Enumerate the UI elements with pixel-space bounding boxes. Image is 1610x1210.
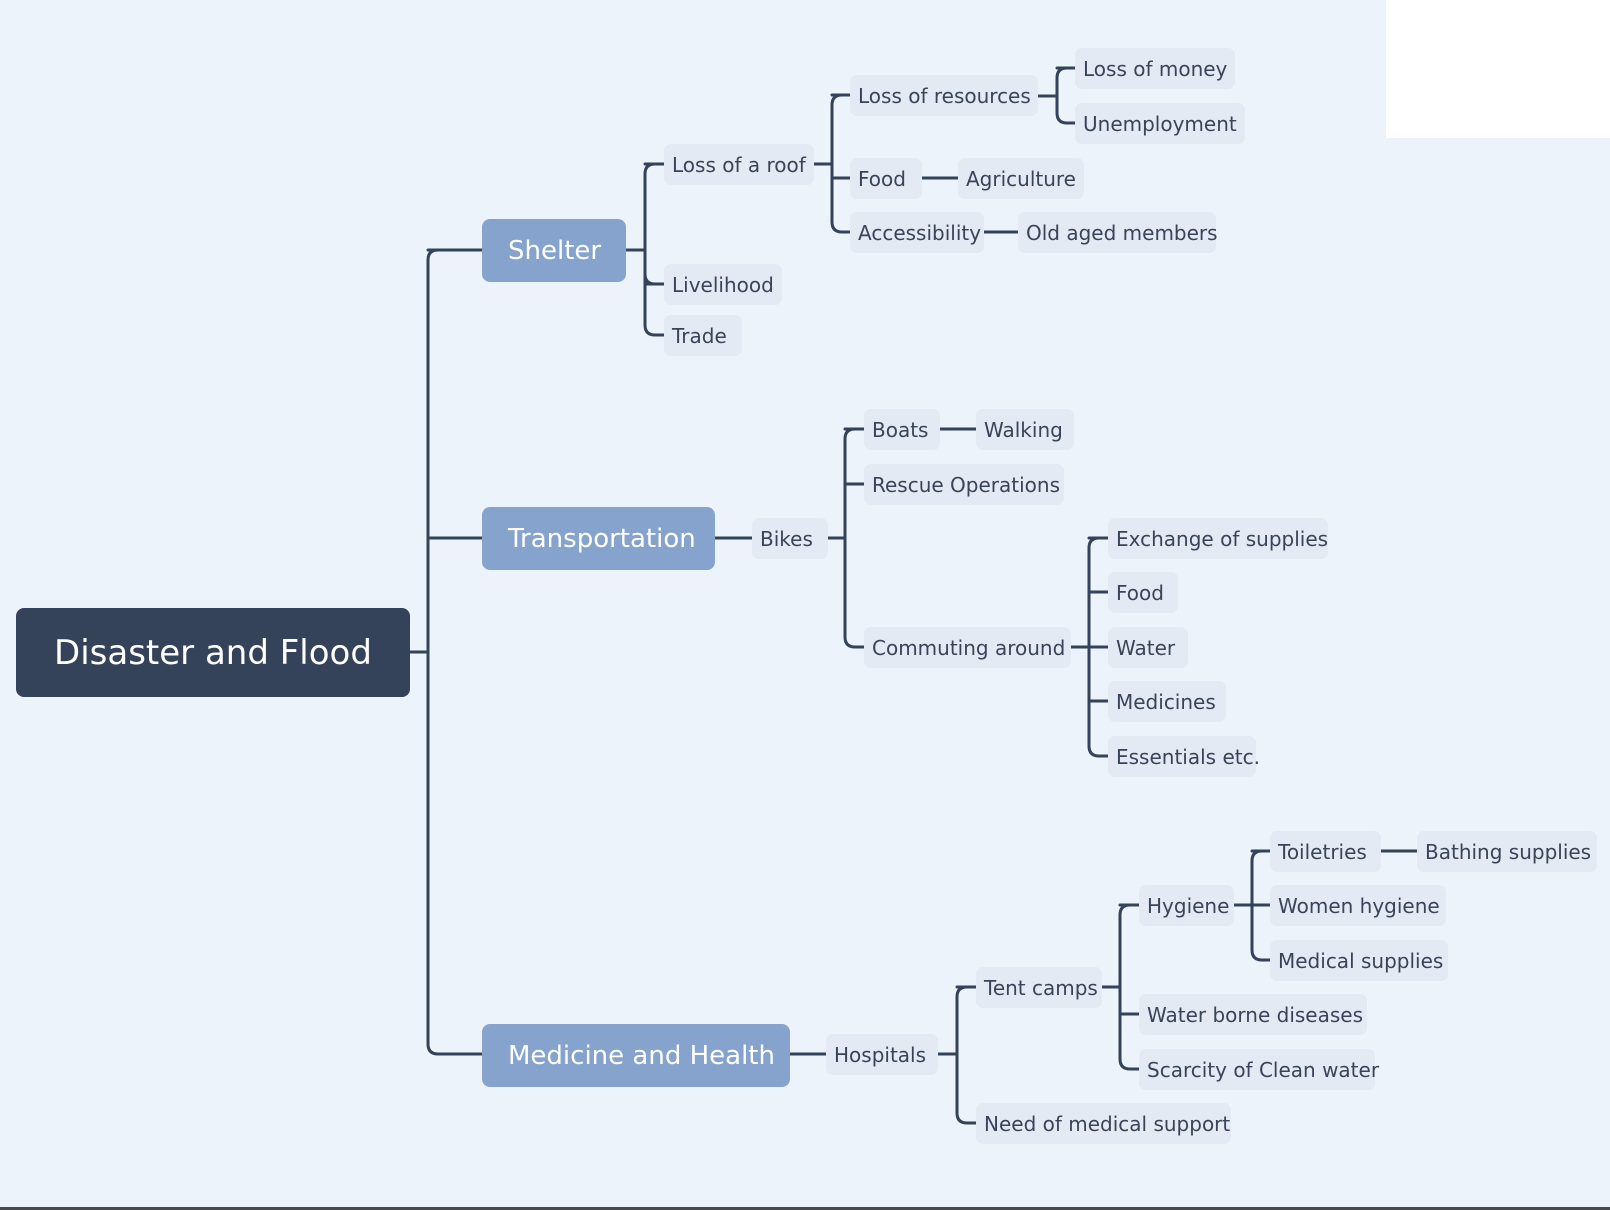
node-accessibility: Accessibility [850, 212, 984, 253]
link-loss-of-roof [812, 93, 852, 234]
branch-transportation: Transportation [482, 507, 715, 570]
node-commuting-around: Commuting around [864, 627, 1071, 668]
corner-patch [1386, 0, 1610, 138]
node-tent-camps: Tent camps [976, 967, 1102, 1008]
link-hospitals [936, 985, 978, 1125]
node-hygiene: Hygiene [1139, 885, 1234, 926]
link-hygiene [1232, 849, 1272, 962]
link-tent-camps [1100, 903, 1141, 1071]
link-shelter [624, 162, 666, 337]
node-livelihood: Livelihood [664, 264, 782, 305]
node-agriculture: Agriculture [958, 158, 1084, 199]
node-toiletries: Toiletries [1270, 831, 1381, 872]
node-walking: Walking [976, 409, 1074, 450]
root-node: Disaster and Flood [16, 608, 410, 697]
branch-shelter: Shelter [482, 219, 626, 282]
link-loss-of-resources [1036, 66, 1077, 125]
node-exchange-of-supplies: Exchange of supplies [1108, 518, 1328, 559]
node-hospitals: Hospitals [826, 1034, 938, 1075]
node-water: Water [1108, 627, 1188, 668]
node-medical-supplies: Medical supplies [1270, 940, 1448, 981]
node-unemployment: Unemployment [1075, 103, 1245, 144]
node-shelter-food: Food [850, 158, 922, 199]
branch-medicine-health: Medicine and Health [482, 1024, 790, 1087]
node-bikes: Bikes [752, 518, 828, 559]
node-need-medical-support: Need of medical support [976, 1103, 1231, 1144]
node-loss-of-roof: Loss of a roof [664, 144, 814, 185]
node-loss-of-money: Loss of money [1075, 48, 1235, 89]
bottom-rule [0, 1207, 1610, 1210]
node-loss-of-resources: Loss of resources [850, 75, 1038, 116]
link-root-branches [408, 248, 484, 1056]
node-water-borne-diseases: Water borne diseases [1139, 994, 1367, 1035]
node-boats: Boats [864, 409, 940, 450]
node-trade: Trade [664, 315, 742, 356]
node-rescue-operations: Rescue Operations [864, 464, 1064, 505]
link-bikes [826, 427, 866, 649]
node-old-aged-members: Old aged members [1018, 212, 1218, 253]
node-essentials: Essentials etc. [1108, 736, 1260, 777]
link-commuting [1069, 536, 1110, 758]
node-scarcity-clean-water: Scarcity of Clean water [1139, 1049, 1379, 1090]
node-women-hygiene: Women hygiene [1270, 885, 1446, 926]
node-bathing-supplies: Bathing supplies [1417, 831, 1597, 872]
node-medicines: Medicines [1108, 681, 1226, 722]
node-transport-food: Food [1108, 572, 1178, 613]
